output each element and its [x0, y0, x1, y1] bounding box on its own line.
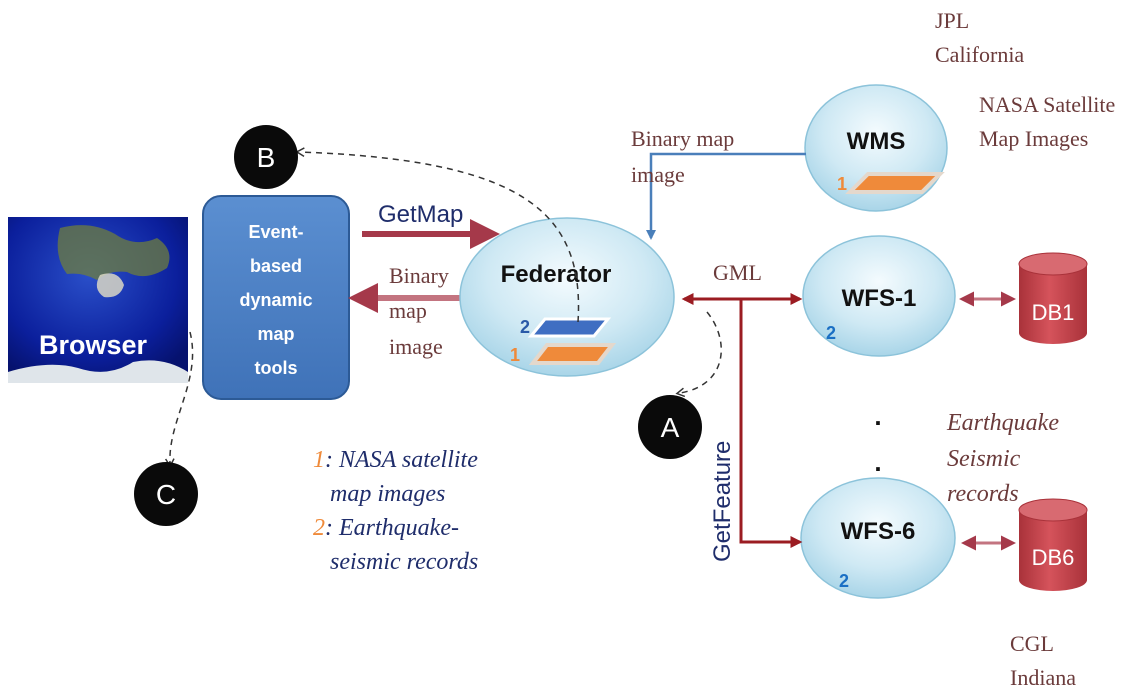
cgl-label: CGL	[1010, 631, 1054, 656]
db1-label: DB1	[1032, 300, 1075, 325]
wfs1-node: WFS-1 2	[802, 235, 956, 357]
layer-number: 1	[510, 345, 520, 365]
jpl-label: JPL	[935, 8, 969, 33]
gml-label: GML	[713, 260, 762, 285]
binary-map-label-line: image	[389, 334, 443, 359]
db6-cylinder: DB6	[1018, 498, 1088, 591]
map-tools-label-line: Event-	[248, 222, 303, 242]
legend-item-2-line2: seismic records	[330, 549, 478, 575]
federator-node: Federator 2 1	[459, 217, 675, 377]
layer-icon	[845, 172, 945, 194]
ellipsis-dot: .	[874, 447, 881, 477]
marker-c: C	[134, 462, 198, 526]
legend-number: 2	[313, 515, 325, 541]
legend-item-1: 1: NASA satellite	[313, 447, 478, 473]
browser-node: Browser	[8, 217, 188, 383]
layer-icon	[528, 343, 617, 365]
wfs1-label: WFS-1	[842, 285, 917, 312]
earth-ice	[8, 360, 188, 383]
earthquake-label: Earthquake	[946, 410, 1059, 436]
legend-item-1-line2: map images	[330, 481, 445, 507]
map-tools-label-line: map	[257, 324, 294, 344]
legend-text: : NASA satellite	[325, 447, 478, 473]
layer-number: 2	[520, 317, 530, 337]
dashed-curve-a	[675, 311, 722, 398]
layer-number: 2	[826, 323, 836, 343]
wms-node: WMS 1	[804, 84, 948, 212]
dashed-curve-c	[164, 331, 194, 468]
earthquake-label: Seismic	[947, 446, 1021, 472]
earthquake-label: records	[947, 481, 1019, 507]
db1-cylinder: DB1	[1018, 252, 1088, 344]
binary-map-wms-label-line: Binary map	[631, 126, 734, 151]
map-tools-label-line: tools	[255, 358, 298, 378]
binary-map-wms-label-line: image	[631, 162, 685, 187]
getfeature-arrow	[739, 299, 803, 548]
legend-number: 1	[313, 447, 325, 473]
jpl-label: California	[935, 42, 1024, 67]
legend-text: : Earthquake-	[325, 515, 459, 541]
map-tools-label-line: dynamic	[239, 290, 312, 310]
map-tools-node: Event- based dynamic map tools	[202, 195, 350, 400]
marker-a-label: A	[661, 412, 680, 443]
map-tools-label-line: based	[250, 256, 302, 276]
marker-c-label: C	[156, 479, 176, 510]
ellipsis-dot: .	[874, 401, 881, 431]
marker-b-label: B	[257, 142, 276, 173]
db6-label: DB6	[1032, 545, 1075, 570]
earth-landmass	[57, 225, 170, 280]
marker-b: B	[234, 125, 298, 189]
federator-label: Federator	[501, 261, 612, 288]
wms-label: WMS	[847, 128, 906, 155]
earth-landmass	[96, 273, 124, 298]
layer-number: 1	[837, 174, 847, 194]
layer-icon	[527, 317, 612, 338]
layer-number: 2	[839, 571, 849, 591]
binary-map-label-line: map	[389, 298, 427, 323]
cgl-label: Indiana	[1010, 665, 1076, 689]
nasa-label: NASA Satellite	[979, 92, 1115, 117]
nasa-label: Map Images	[979, 126, 1088, 151]
wms-to-federator-arrow	[646, 152, 806, 240]
binary-map-label-line: Binary	[389, 263, 449, 288]
getmap-label: GetMap	[378, 201, 463, 228]
getfeature-label: GetFeature	[709, 441, 736, 562]
wfs6-label: WFS-6	[841, 518, 916, 545]
wfs1-ellipse	[802, 235, 956, 357]
legend-item-2: 2: Earthquake-	[313, 515, 459, 541]
marker-a: A	[638, 395, 702, 459]
federator-ellipse	[459, 217, 675, 377]
browser-label: Browser	[39, 330, 148, 360]
legend: 1: NASA satellite map images 2: Earthqua…	[313, 447, 478, 575]
wfs6-node: WFS-6 2	[800, 477, 956, 599]
